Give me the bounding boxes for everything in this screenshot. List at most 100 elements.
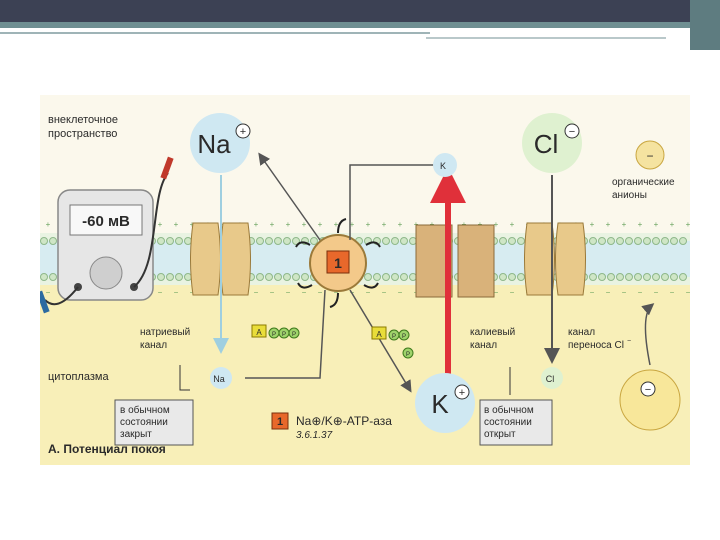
membrane-charge: + (334, 220, 339, 229)
membrane-charge: − (654, 288, 659, 297)
lipid-head (643, 237, 651, 245)
membrane-charge: + (654, 220, 659, 229)
lipid-head (166, 273, 174, 281)
membrane-charge: − (366, 288, 371, 297)
na-channel-label-2: канал (140, 340, 167, 351)
lipid-head (409, 273, 417, 281)
resting-potential-diagram: +−+−+−+−+−+−+−+−+−+−+−+−+−+−+−+−+−+−+−+−… (40, 113, 690, 465)
lipid-head (634, 237, 642, 245)
membrane-charge: + (254, 220, 259, 229)
membrane-charge: + (174, 220, 179, 229)
cl-channel-superscript: − (627, 338, 631, 345)
adp-p2: P (402, 334, 406, 340)
lipid-head (625, 237, 633, 245)
atp-p3: P (292, 332, 296, 338)
organic-anion-legend (635, 140, 665, 170)
sodium-ion-extracellular (190, 113, 250, 173)
lipid-head (391, 273, 399, 281)
membrane-charge: + (606, 220, 611, 229)
extracellular-label-2: пространство (48, 128, 117, 140)
potassium-influx-arrow (349, 289, 412, 393)
lipid-head (364, 273, 372, 281)
membrane-charge: + (638, 220, 643, 229)
membrane-charge: + (350, 220, 355, 229)
atp-molecule: A P P P (251, 324, 300, 339)
membrane-charge: − (334, 288, 339, 297)
potassium-ion-extracellular (433, 153, 457, 177)
na-label: Na (197, 129, 231, 159)
lipid-head (616, 273, 624, 281)
membrane-charge: − (270, 288, 275, 297)
figure-caption: А. Потенциал покоя (48, 442, 166, 456)
membrane-charge: − (382, 288, 387, 297)
slide-corner-block (690, 0, 720, 50)
lipid-head (409, 237, 417, 245)
cl-small-label: Cl (546, 374, 555, 384)
membrane-charge: + (622, 220, 627, 229)
membrane-charge: + (590, 220, 595, 229)
adp-adenine: A (376, 330, 382, 339)
lipid-head (400, 273, 408, 281)
diagram-panel: +−+−+−+−+−+−+−+−+−+−+−+−+−+−+−+−+−+−+−+−… (40, 95, 690, 465)
lipid-head (670, 273, 678, 281)
lipid-head (517, 237, 525, 245)
membrane-charge: + (190, 220, 195, 229)
lipid-head (265, 237, 273, 245)
membrane-charge: − (302, 288, 307, 297)
sodium-efflux-arrow (258, 152, 321, 241)
lipid-head (292, 237, 300, 245)
membrane-charge: − (494, 288, 499, 297)
lipid-head (400, 237, 408, 245)
pump-number: 1 (334, 255, 342, 271)
cl-channel-label-2: переноса Cl (568, 340, 624, 351)
lipid-head (508, 237, 516, 245)
sodium-ion-cytoplasm (210, 367, 232, 389)
k-charge: + (459, 387, 465, 399)
membrane-charge: + (158, 220, 163, 229)
lipid-head (670, 237, 678, 245)
lipid-head (265, 273, 273, 281)
lipid-head (607, 237, 615, 245)
membrane-charge: − (174, 288, 179, 297)
closed-note-2: состоянии (120, 417, 168, 428)
free-phosphate: P (406, 352, 410, 358)
voltmeter: -60 мВ (40, 156, 174, 314)
membrane-charge: + (366, 220, 371, 229)
sodium-channel (190, 222, 251, 296)
slide-rule-left (0, 32, 430, 34)
lipid-head (49, 273, 57, 281)
lipid-head (310, 237, 318, 245)
enzyme-name: Na⊕/K⊕-ATP-аза (296, 414, 392, 428)
cytoplasm-label: цитоплазма (48, 371, 109, 383)
lipid-head (382, 237, 390, 245)
lipid-head (157, 273, 165, 281)
membrane-charge: − (510, 288, 515, 297)
k-channel-label-1: калиевый (470, 327, 515, 338)
membrane-charge: − (686, 288, 690, 297)
lipid-head (679, 237, 687, 245)
lipid-head (598, 273, 606, 281)
lipid-head (373, 273, 381, 281)
slide-top-accent (0, 22, 700, 28)
membrane-charge: + (670, 220, 675, 229)
lipid-head (625, 273, 633, 281)
lipid-head (274, 273, 282, 281)
membrane-charge: − (318, 288, 323, 297)
lipid-head (499, 237, 507, 245)
lipid-head (607, 273, 615, 281)
membrane-charge: − (622, 288, 627, 297)
lipid-head (301, 273, 309, 281)
lipid-head (589, 237, 597, 245)
membrane-charge: − (398, 288, 403, 297)
lipid-head (40, 273, 48, 281)
na-small-label: Na (213, 374, 225, 384)
organic-anions-label-1: органические (612, 177, 675, 188)
organic-anion-arrow (641, 303, 655, 366)
k-channel-label-2: канал (470, 340, 497, 351)
lipid-head (175, 273, 183, 281)
cl-charge: − (569, 126, 575, 138)
chloride-ion-cytoplasm (541, 367, 563, 389)
lipid-head (166, 237, 174, 245)
open-note-2: состоянии (484, 417, 532, 428)
open-note-3: открыт (484, 429, 516, 440)
